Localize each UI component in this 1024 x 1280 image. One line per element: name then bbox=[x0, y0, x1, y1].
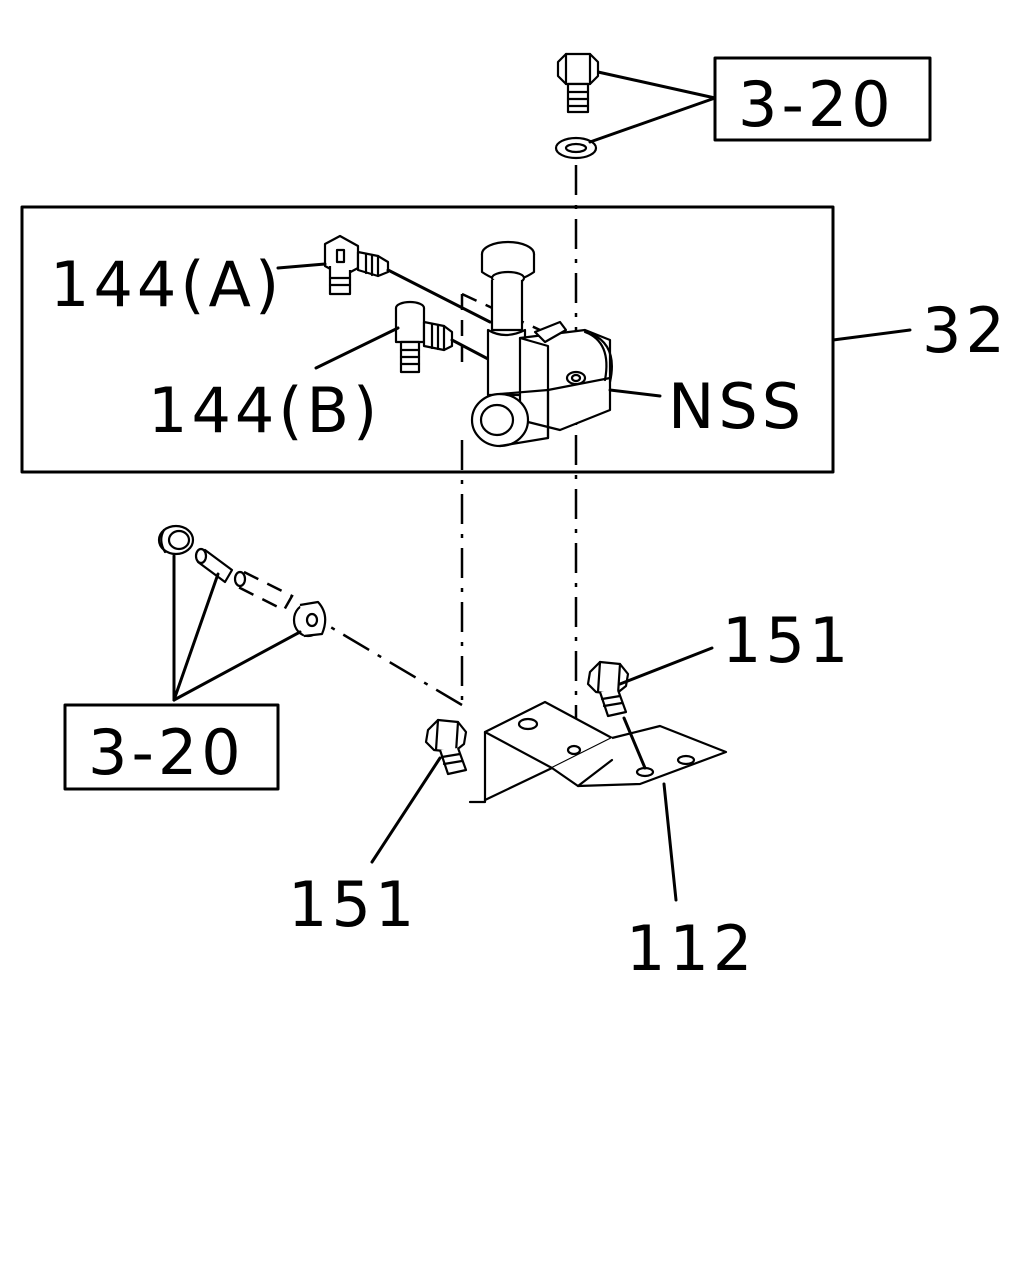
fitting-b-label[interactable]: 144(B) bbox=[148, 374, 381, 447]
leader-ref-left-bushing bbox=[172, 630, 302, 702]
fitting-a-icon bbox=[323, 234, 390, 296]
link-fitting-a bbox=[386, 268, 492, 324]
bracket-icon bbox=[468, 700, 728, 804]
bolt-right-axis bbox=[622, 716, 647, 770]
assembly-label[interactable]: 32 bbox=[922, 294, 1009, 367]
ref-top-label: 3-20 bbox=[738, 68, 895, 141]
left-bushing-icon bbox=[292, 600, 327, 638]
link-fitting-b bbox=[450, 338, 492, 362]
fitting-b-icon bbox=[394, 300, 454, 374]
center-line-diagonal bbox=[321, 620, 463, 707]
bracket-label[interactable]: 112 bbox=[626, 912, 756, 985]
right-bolt-icon bbox=[586, 660, 630, 718]
left-pin-icon bbox=[194, 547, 294, 612]
ref-box-top[interactable]: 3-20 bbox=[713, 56, 932, 142]
leader-ref-top-washer bbox=[588, 96, 717, 144]
leader-ref-left-pin bbox=[172, 572, 220, 702]
nss-label[interactable]: NSS bbox=[668, 370, 805, 443]
priming-pump-icon bbox=[460, 240, 613, 448]
leader-bolt-left bbox=[370, 756, 442, 864]
leader-assembly bbox=[831, 328, 912, 342]
ref-box-left[interactable]: 3-20 bbox=[63, 703, 280, 791]
bolt-left-label[interactable]: 151 bbox=[288, 868, 418, 941]
leader-fitting-a bbox=[276, 262, 327, 270]
ref-left-label: 3-20 bbox=[88, 716, 245, 789]
leader-ref-top-bolt bbox=[596, 70, 717, 100]
leader-bolt-right bbox=[618, 646, 714, 686]
fitting-a-label[interactable]: 144(A) bbox=[50, 248, 283, 321]
left-washer-icon bbox=[157, 524, 195, 556]
left-bolt-icon bbox=[424, 718, 468, 776]
top-bolt-icon bbox=[556, 52, 600, 114]
top-washer-icon bbox=[554, 136, 598, 160]
leader-nss bbox=[608, 388, 662, 398]
leader-bracket bbox=[662, 782, 678, 902]
bolt-right-label[interactable]: 151 bbox=[722, 604, 852, 677]
leader-fitting-b bbox=[314, 326, 400, 370]
